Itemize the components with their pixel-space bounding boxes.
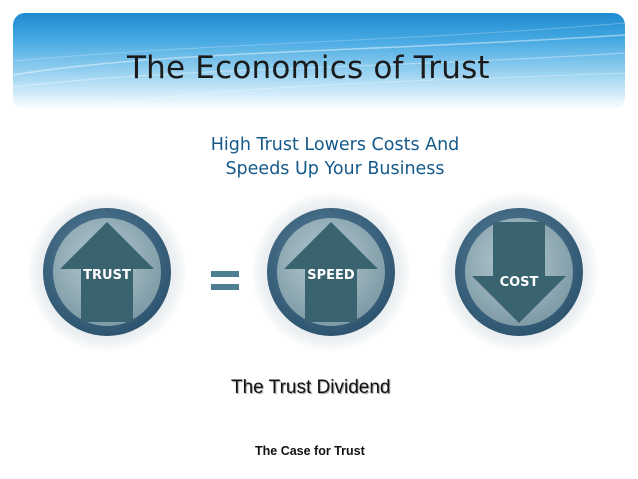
up-arrow-icon [284,222,378,322]
cost-circle: COST [439,192,599,352]
trust-diagram: TRUST SPEED COST [27,192,599,352]
speed-circle: SPEED [251,192,411,352]
subtitle: High Trust Lowers Costs And Speeds Up Yo… [210,135,460,179]
down-arrow-icon [472,222,566,323]
cost-label: COST [500,275,539,290]
speed-label: SPEED [307,268,355,283]
page-title: The Economics of Trust [127,50,490,86]
trust-circle: TRUST [27,192,187,352]
header-banner [13,13,625,110]
footer-caption: The Case for Trust [255,444,365,458]
trust-label: TRUST [83,268,131,283]
banner-waves [13,22,625,110]
up-arrow-icon [60,222,154,322]
equals-icon [211,271,239,290]
trust-dividend-caption: The Trust Dividend [231,377,391,398]
